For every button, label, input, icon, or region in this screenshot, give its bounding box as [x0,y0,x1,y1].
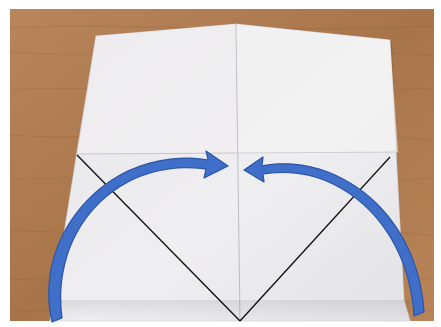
paper-highlight [236,24,398,154]
